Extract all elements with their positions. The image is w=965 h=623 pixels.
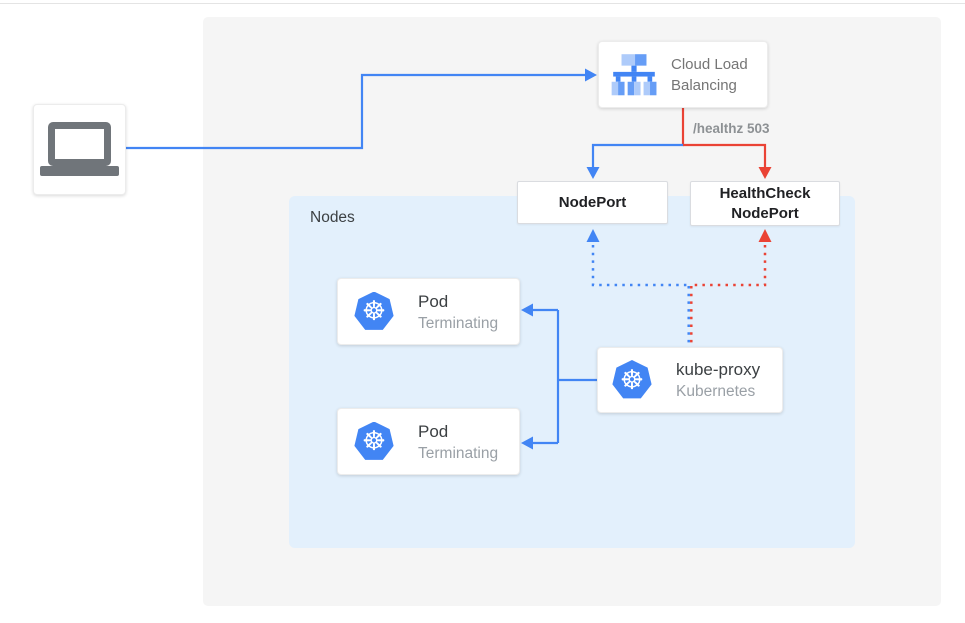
cloud-load-balancing-card: Cloud Load Balancing — [598, 41, 768, 108]
top-divider — [0, 3, 965, 4]
kubernetes-icon: ☸ — [612, 360, 652, 399]
pod-1-status: Terminating — [418, 314, 499, 332]
cloud-load-balancing-label: Cloud Load Balancing — [671, 55, 748, 94]
kubernetes-wheel-glyph: ☸ — [619, 364, 645, 395]
laptop-base — [40, 166, 119, 176]
pod-2-card: ☸ Pod Terminating — [337, 408, 520, 475]
healthz-status-label: /healthz 503 — [693, 121, 770, 136]
laptop-icon — [40, 122, 119, 177]
healthcheck-nodeport-box: HealthCheck NodePort — [690, 181, 840, 226]
kube-proxy-subtitle: Kubernetes — [676, 383, 756, 400]
kube-proxy-card: ☸ kube-proxy Kubernetes — [597, 347, 783, 413]
pod-2-title: Pod — [418, 421, 449, 441]
pod-1-title: Pod — [418, 291, 449, 311]
kubernetes-wheel-glyph: ☸ — [361, 296, 387, 326]
kube-proxy-title: kube-proxy — [676, 360, 761, 379]
pod-1-card: ☸ Pod Terminating — [337, 278, 520, 345]
kubernetes-icon: ☸ — [354, 421, 394, 460]
nodes-region-label: Nodes — [310, 209, 355, 226]
nodeport-box: NodePort — [517, 181, 668, 224]
healthcheck-nodeport-label-line1: HealthCheck — [719, 184, 811, 202]
pod-2-status: Terminating — [418, 444, 499, 462]
kubernetes-wheel-glyph: ☸ — [361, 426, 387, 456]
nodeport-label: NodePort — [558, 193, 627, 211]
healthcheck-nodeport-label-line2: NodePort — [731, 204, 799, 222]
cloud-load-balancing-icon — [611, 53, 657, 95]
laptop-screen — [48, 122, 111, 166]
kubernetes-icon: ☸ — [354, 291, 394, 330]
client-card — [33, 104, 126, 195]
